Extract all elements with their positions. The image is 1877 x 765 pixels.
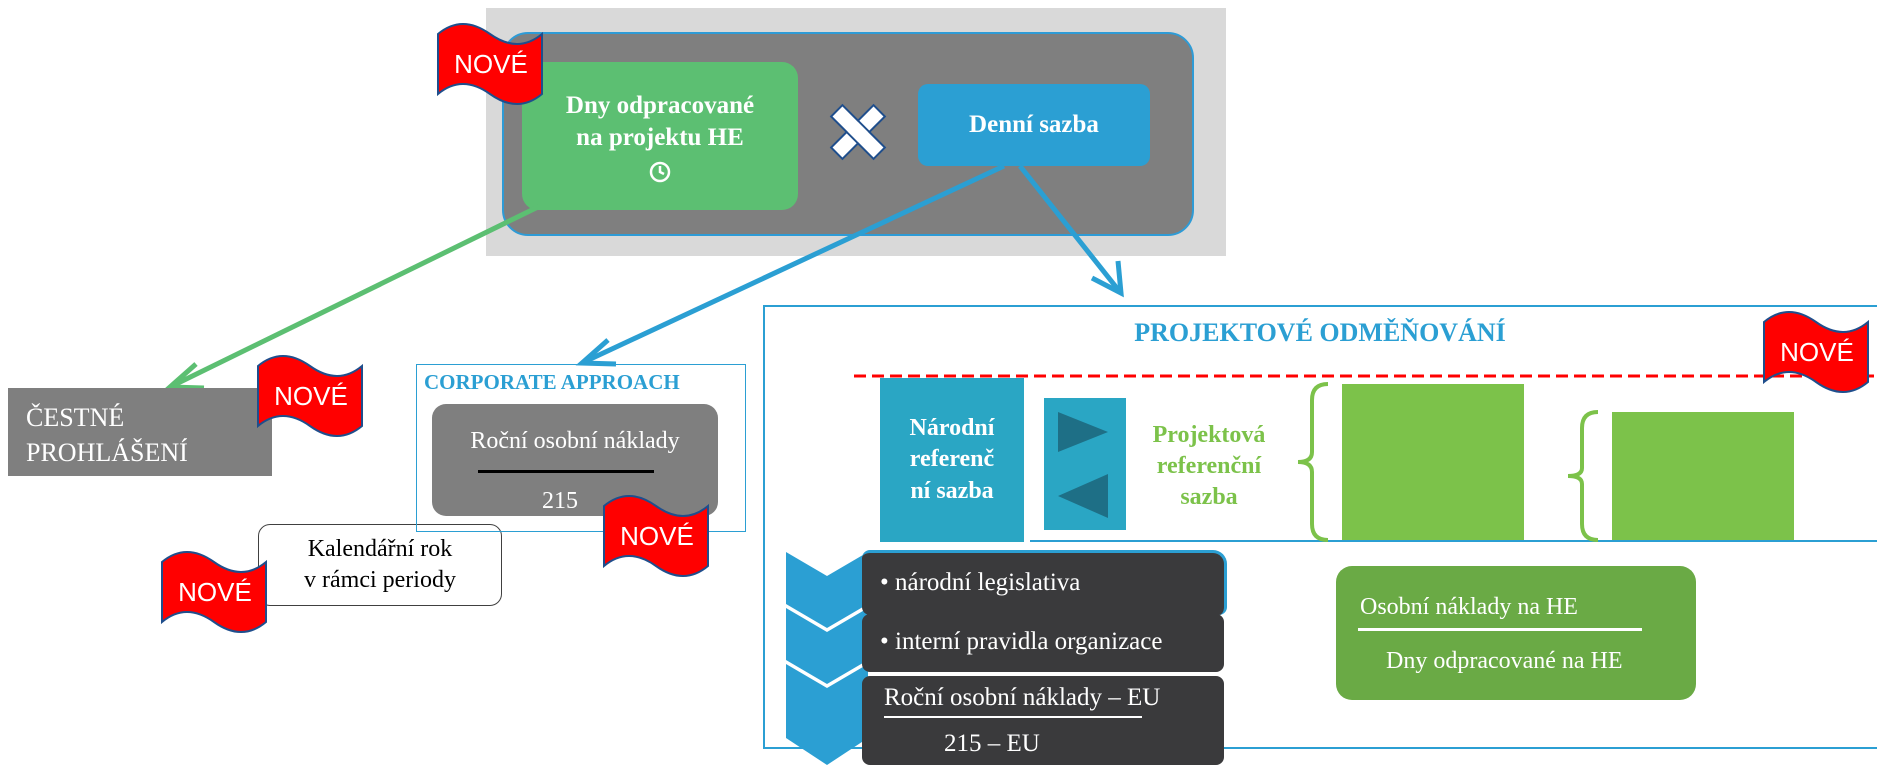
calendar-year-box: Kalendářní rok v rámci periody — [258, 524, 502, 606]
project-reference-rate-label: Projektová referenční sazba — [1134, 420, 1284, 514]
project-ref-line1: Projektová — [1152, 422, 1266, 448]
corporate-divisor: 215 — [542, 488, 578, 514]
days-worked-line2: na projektu HE — [576, 124, 744, 151]
national-line2: referenč — [909, 446, 995, 473]
left-triangle-icon — [1058, 474, 1108, 518]
new-flag-cestne: NOVÉ — [252, 352, 370, 440]
new-flag-calendar-label: NOVÉ — [178, 576, 252, 607]
fraction-bar — [1358, 628, 1642, 631]
multiply-icon — [829, 103, 887, 161]
flag-icon — [161, 551, 267, 633]
fraction-numerator: Osobní náklady na HE — [1360, 594, 1578, 620]
calendar-year-line2: v rámci periody — [304, 567, 456, 593]
new-flag-corporate-label: NOVÉ — [620, 520, 694, 551]
new-flag-cestne-label: NOVÉ — [274, 380, 348, 411]
green-block-2 — [1612, 412, 1794, 540]
bar-annual-costs-eu: Roční osobní náklady – EU 215 – EU — [862, 676, 1224, 765]
left-brace-1 — [1297, 382, 1329, 542]
bar-national-legislation: • národní legislativa — [862, 550, 1227, 615]
fraction-line — [478, 470, 654, 473]
flag-icon — [437, 23, 543, 105]
days-worked-line1: Dny odpracované — [565, 91, 755, 119]
new-flag-top-label: NOVÉ — [454, 48, 528, 79]
arrow-head-projektove — [1090, 260, 1124, 298]
corporate-annual-costs-label: Roční osobní náklady — [470, 428, 680, 454]
bar-annual-costs-eu-label: Roční osobní náklady – EU — [884, 684, 1161, 711]
project-ref-line3: sazba — [1180, 484, 1238, 511]
left-brace-2 — [1567, 410, 1599, 542]
national-line1: Národní — [909, 415, 995, 442]
daily-rate-box: Denní sazba — [918, 84, 1150, 166]
cestne-line1: ČESTNÉ — [26, 403, 125, 432]
calendar-year-line1: Kalendářní rok — [307, 535, 453, 562]
daily-rate-label: Denní sazba — [969, 111, 1099, 138]
cestne-line2: PROHLÁŠENÍ — [26, 438, 188, 468]
bar-fraction-line — [884, 716, 1142, 718]
comparison-icon — [1058, 412, 1108, 518]
corporate-box — [432, 404, 718, 516]
days-worked-box: Dny odpracované na projektu HE — [522, 62, 798, 210]
arrow-head-cestne — [163, 362, 205, 391]
arrow-days-to-cestne — [170, 203, 542, 389]
cestne-prohlaseni-box: ČESTNÉ PROHLÁŠENÍ — [8, 388, 272, 476]
comparison-arrows-box — [1044, 398, 1126, 530]
personal-costs-fraction-box — [1336, 566, 1696, 700]
arrow-head-corporate — [575, 338, 617, 367]
bar-internal-rules: • interní pravidla organizace — [862, 614, 1224, 672]
corporate-approach-title: CORPORATE APPROACH — [424, 370, 680, 394]
flag-icon — [603, 495, 709, 577]
new-flag-projektove-label: NOVÉ — [1780, 336, 1854, 367]
national-line3: ní sazba — [910, 477, 994, 504]
green-block-1 — [1342, 384, 1524, 540]
flag-icon — [1763, 311, 1869, 393]
corporate-approach-frame — [416, 364, 746, 532]
new-flag-calendar: NOVÉ — [156, 548, 274, 636]
arrow-rate-to-projektove — [1018, 164, 1122, 294]
clock-icon — [649, 161, 671, 182]
bar-annual-costs-eu-sub: 215 – EU — [944, 730, 1040, 757]
new-flag-projektove: NOVÉ — [1758, 308, 1876, 396]
flag-icon — [257, 355, 363, 437]
arrow-rate-to-corporate — [582, 163, 1006, 365]
right-triangle-icon — [1058, 412, 1108, 452]
bar-internal-rules-label: • interní pravidla organizace — [880, 628, 1163, 655]
bar-national-legislation-label: • národní legislativa — [880, 569, 1081, 596]
fraction-denominator: Dny odpracované na HE — [1386, 648, 1623, 674]
projektove-title: PROJEKTOVÉ ODMĚŇOVÁNÍ — [1134, 318, 1506, 347]
chevron-stack-icon — [786, 552, 868, 765]
new-flag-corporate: NOVÉ — [598, 492, 716, 580]
national-reference-rate-box: Národní referenč ní sazba — [880, 378, 1024, 542]
new-flag-top: NOVÉ — [432, 20, 550, 108]
project-ref-line2: referenční — [1156, 453, 1262, 480]
